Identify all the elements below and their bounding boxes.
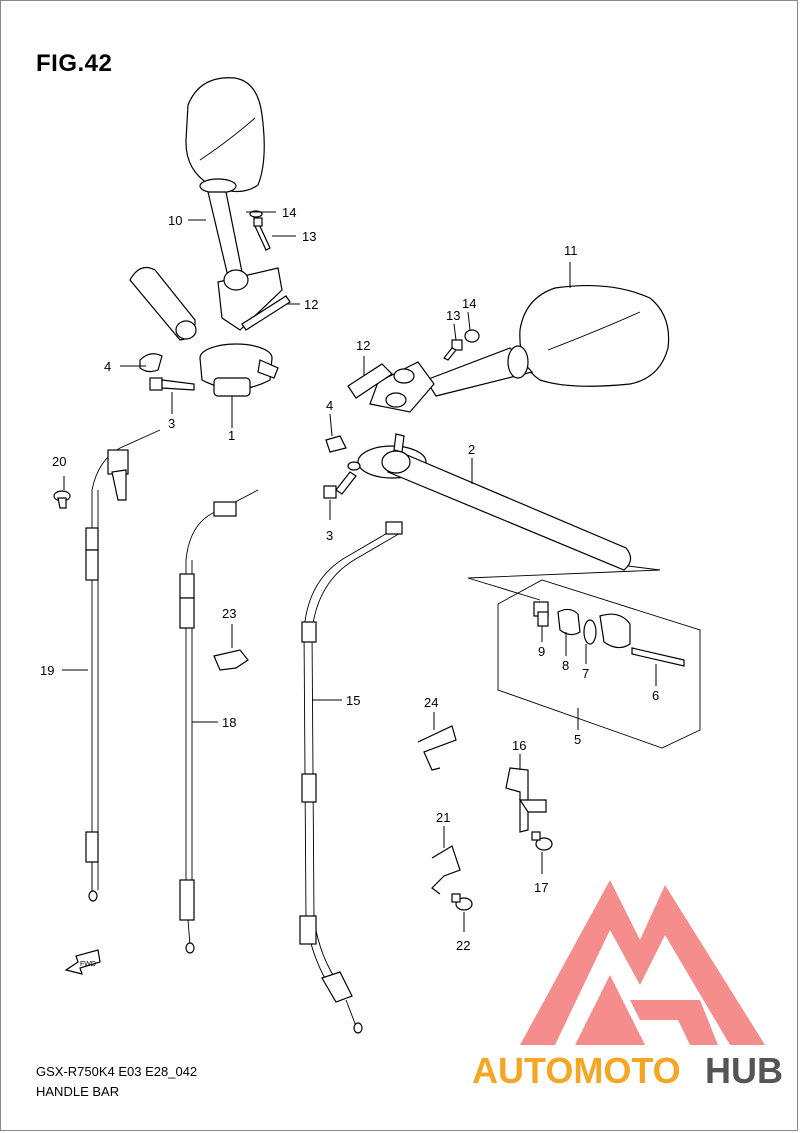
- label-3a: 3: [168, 416, 175, 431]
- label-12a: 12: [304, 297, 318, 312]
- left-mirror: [185, 77, 283, 331]
- left-grip: [129, 267, 197, 341]
- fwd-text: FWD: [80, 961, 96, 968]
- right-mirror-base: [369, 361, 435, 413]
- mirror-cap-right: [464, 329, 480, 343]
- label-20: 20: [52, 454, 66, 469]
- label-12b: 12: [356, 338, 370, 353]
- label-9: 9: [538, 644, 545, 659]
- label-18: 18: [222, 715, 236, 730]
- label-23: 23: [222, 606, 236, 621]
- watermark-text-b: HUB: [705, 1050, 783, 1091]
- label-7: 7: [582, 666, 589, 681]
- gasket-left: [241, 295, 291, 331]
- label-3b: 3: [326, 528, 333, 543]
- clip-21: [431, 845, 461, 895]
- label-10: 10: [168, 213, 182, 228]
- left-cap: [139, 353, 163, 373]
- label-16: 16: [512, 738, 526, 753]
- bracket-16: [505, 767, 547, 833]
- label-4b: 4: [326, 398, 333, 413]
- leader-lines: [62, 211, 657, 932]
- watermark-wordmark: AUTOMOTO HUB: [472, 1050, 783, 1091]
- label-2: 2: [468, 442, 475, 457]
- label-13a: 13: [302, 229, 316, 244]
- label-17: 17: [534, 880, 548, 895]
- left-bolt: [149, 377, 195, 391]
- gasket-right: [347, 363, 393, 399]
- label-21: 21: [436, 810, 450, 825]
- clip-24: [417, 725, 457, 771]
- screw-20: [53, 490, 71, 509]
- right-mirror: [425, 284, 670, 397]
- right-cap: [325, 435, 347, 453]
- label-19: 19: [40, 663, 54, 678]
- label-14a: 14: [282, 205, 296, 220]
- label-11: 11: [564, 243, 578, 258]
- label-22: 22: [456, 938, 470, 953]
- cable-19: [85, 429, 161, 902]
- label-8: 8: [562, 658, 569, 673]
- label-14b: 14: [462, 296, 476, 311]
- section-name: HANDLE BAR: [36, 1084, 120, 1099]
- cable-18: [179, 489, 259, 954]
- label-13b: 13: [446, 308, 460, 323]
- right-handlebar: [357, 433, 632, 571]
- fwd-arrow: FWD: [64, 949, 101, 975]
- bolt-22: [451, 893, 473, 911]
- label-1: 1: [228, 428, 235, 443]
- part-labels: 10 14 13 12 4 3 1 11 14 13 12 4 3 2 9 8 …: [40, 205, 659, 953]
- bolt-17: [531, 831, 553, 851]
- label-4a: 4: [104, 359, 111, 374]
- label-15: 15: [346, 693, 360, 708]
- figure-title: FIG.42: [36, 50, 113, 77]
- label-24: 24: [424, 695, 438, 710]
- label-6: 6: [652, 688, 659, 703]
- balancer-set-box: [467, 565, 701, 749]
- watermark-logo: [520, 880, 765, 1045]
- watermark-text-a: AUTOMOTO: [472, 1050, 681, 1091]
- mirror-bolt-right: [443, 339, 463, 361]
- throttle-housing: [199, 343, 279, 397]
- model-code: GSX-R750K4 E03 E28_042: [36, 1064, 198, 1079]
- clamp-23: [213, 649, 249, 671]
- label-5: 5: [574, 732, 581, 747]
- mirror-bolt-left: [249, 210, 271, 251]
- right-bolt: [323, 461, 361, 499]
- cable-15: [299, 521, 403, 1034]
